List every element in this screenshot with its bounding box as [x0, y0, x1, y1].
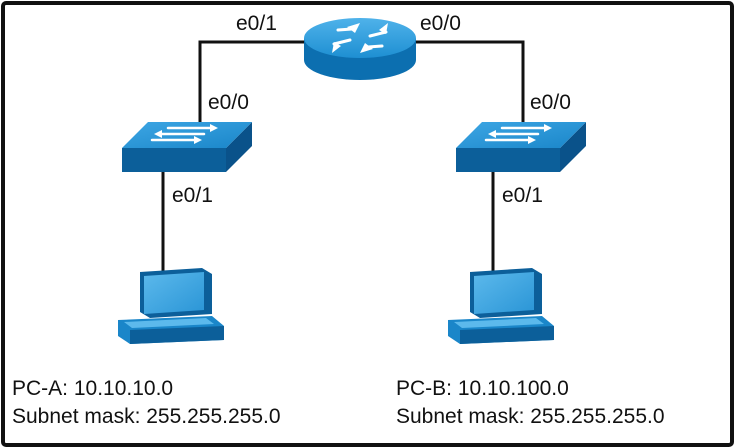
links — [161, 40, 525, 272]
pc-a-subnet-label: Subnet mask: 255.255.255.0 — [12, 405, 281, 428]
pc-b-subnet-label: Subnet mask: 255.255.255.0 — [396, 405, 665, 428]
router-port-e0-0-label: e0/0 — [420, 12, 461, 35]
pc-a-address-label: PC-A: 10.10.10.0 — [12, 377, 174, 400]
pc-b-address-label: PC-B: 10.10.100.0 — [396, 377, 569, 400]
switch-left-uplink-label: e0/0 — [208, 91, 249, 114]
router-icon — [304, 18, 416, 80]
switch-right-access-label: e0/1 — [502, 184, 543, 207]
router-port-e0-1-label: e0/1 — [236, 12, 277, 35]
switch-right-icon — [456, 122, 586, 172]
pc-a-icon — [118, 268, 224, 344]
link-router-left-switch — [198, 40, 310, 122]
switch-right-uplink-label: e0/0 — [530, 91, 571, 114]
switch-left-access-label: e0/1 — [172, 184, 213, 207]
switch-left-icon — [122, 122, 252, 172]
link-router-right-switch — [410, 40, 525, 122]
pc-b-icon — [448, 268, 554, 344]
